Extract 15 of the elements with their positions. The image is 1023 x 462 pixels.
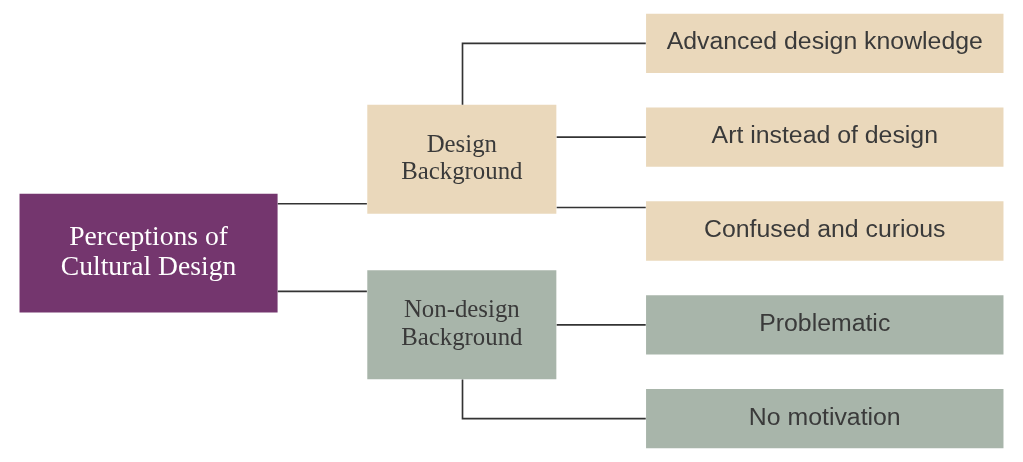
- node-box: Design Background: [367, 104, 557, 214]
- node-box: Perceptions of Cultural Design: [19, 193, 278, 313]
- node-box: Non-design Background: [367, 270, 557, 380]
- connector: [276, 202, 368, 205]
- node-box: Confused and curious: [646, 201, 1004, 261]
- node-box: Problematic: [646, 295, 1004, 355]
- node-box: Art instead of design: [646, 107, 1004, 167]
- connector: [555, 206, 647, 209]
- connector: [461, 42, 647, 106]
- connector: [276, 290, 368, 293]
- connector: [461, 378, 647, 420]
- connector: [555, 324, 647, 326]
- connector: [555, 136, 647, 138]
- node-box: Advanced design knowledge: [646, 13, 1004, 73]
- node-box: No motivation: [646, 389, 1004, 449]
